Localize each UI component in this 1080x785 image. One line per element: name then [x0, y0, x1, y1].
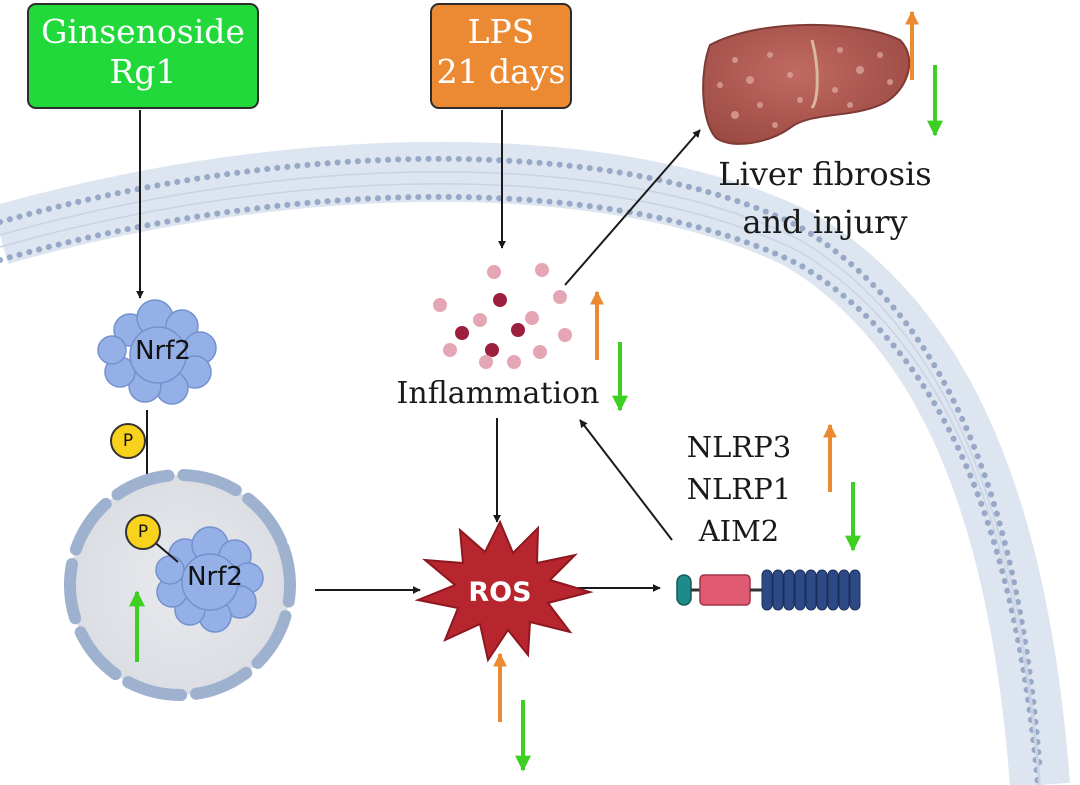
- cell-membrane-icon: [0, 141, 1070, 785]
- ginsenoside-label: Ginsenoside: [41, 12, 245, 51]
- duration-label: 21 days: [436, 52, 566, 91]
- phosphate-label-cytoplasm: P: [122, 431, 134, 451]
- ros-burst-icon: [414, 519, 594, 663]
- inflammasome-receptor-icon: [676, 569, 861, 611]
- phosphate-label-nucleus: P: [137, 522, 149, 542]
- inflammation-label: Inflammation: [396, 376, 600, 411]
- liver-icon: [702, 23, 911, 145]
- phosphate-icon: [110, 423, 161, 550]
- nrf2-protein-icon: [97, 299, 217, 405]
- rg1-label: Rg1: [109, 52, 177, 91]
- arrow-inflammasome-to-inflammation: [579, 419, 673, 541]
- cytokine-particles-icon: [433, 263, 572, 369]
- liver-fibrosis-line1: Liver fibrosis: [718, 155, 932, 193]
- nrf2-nuclear-protein-icon: [151, 526, 264, 633]
- ros-label: ROS: [468, 577, 532, 608]
- nlrp1-label: NLRP1: [686, 472, 792, 506]
- ginsenoside-rg1-box: Ginsenoside Rg1: [27, 3, 259, 109]
- nrf2-nucleus-label: Nrf2: [187, 562, 243, 592]
- lps-box: LPS 21 days: [430, 3, 572, 109]
- inflammasome-labels: NLRP3 NLRP1 AIM2: [664, 426, 814, 552]
- regulation-arrows: [129, 10, 943, 772]
- aim2-label: AIM2: [698, 514, 780, 548]
- liver-fibrosis-line2: and injury: [742, 203, 908, 241]
- nrf2-cytoplasm-label: Nrf2: [135, 336, 191, 366]
- lps-label: LPS: [467, 12, 535, 51]
- arrow-inflammation-to-liver: [564, 129, 701, 286]
- liver-fibrosis-label: Liver fibrosis and injury: [690, 150, 960, 246]
- nlrp3-label: NLRP3: [686, 430, 792, 464]
